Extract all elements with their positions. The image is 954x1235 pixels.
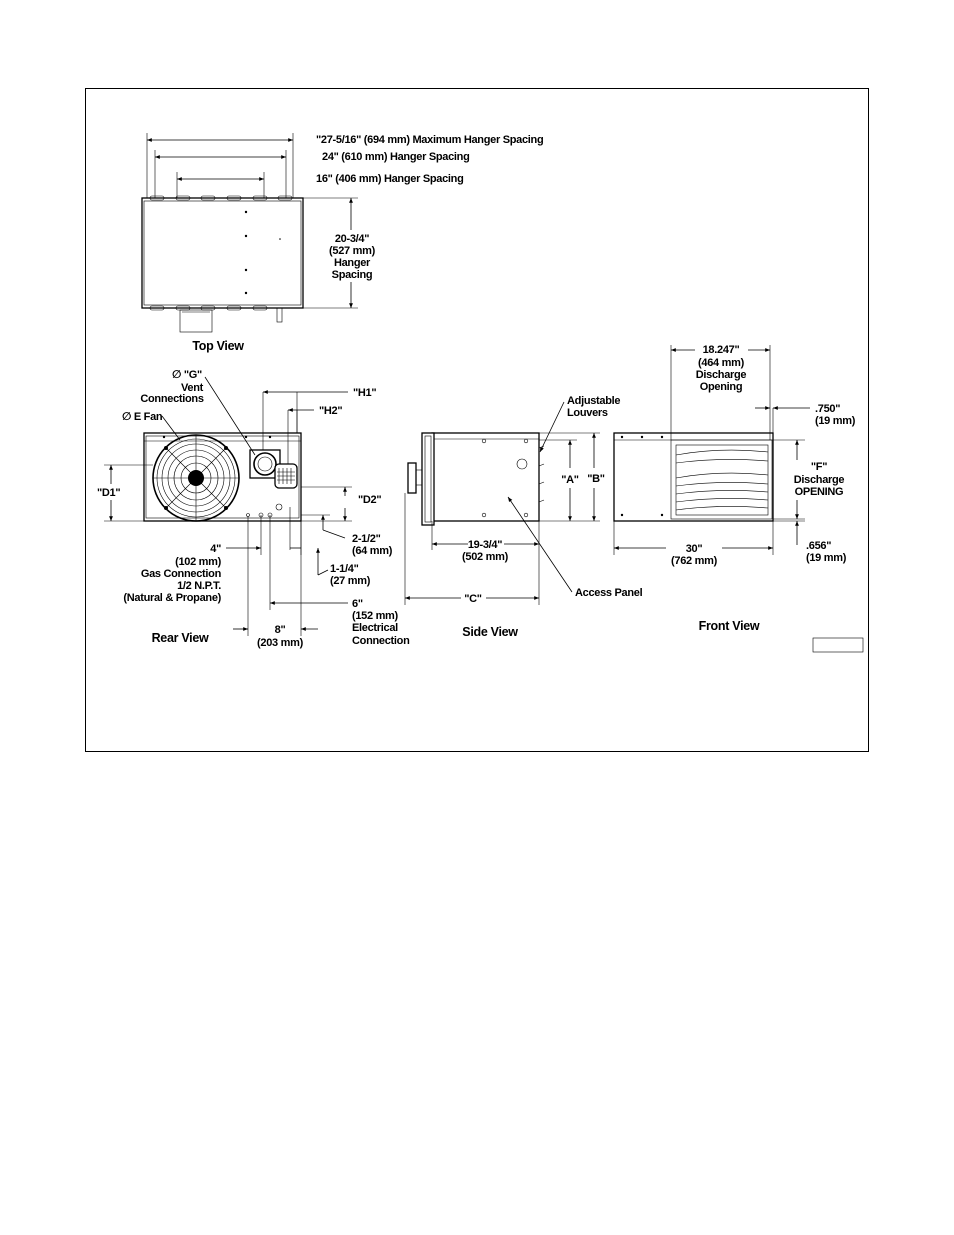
d2-label: "D2" [358,494,381,506]
dim-8-line-2: (203 mm) [257,637,304,649]
dim-2-5-line-1: 2-1/2" [352,533,381,545]
vent-label-1: ∅ "G" [172,369,202,381]
top-depth-line-2: (527 mm) [329,245,376,257]
c-label: "C" [464,593,482,605]
gas-line-3: Gas Connection [141,568,222,580]
drawing-frame [85,88,869,752]
side-depth-line-2: (502 mm) [462,551,509,563]
front-view-title: Front View [699,619,760,633]
vent-label-3: Connections [140,393,203,405]
top-depth-line-3: Hanger [334,257,371,269]
dim-750-line-1: .750" [815,403,840,415]
top-depth-line-4: Spacing [332,269,373,281]
front-width-line-2: (762 mm) [671,555,718,567]
dim-8-line-1: 8" [275,624,286,636]
dim-656-line-1: .656" [806,540,831,552]
top-view: "27-5/16" (694 mm) Maximum Hanger Spacin… [141,133,544,353]
side-view: Adjustable Louvers "A" "B" 19-3/4" (502 … [404,395,643,639]
b-label: "B" [587,473,605,485]
side-depth-line-1: 19-3/4" [468,539,502,551]
f-line-1: "F" [811,461,827,473]
dim-1-25-line-1: 1-1/4" [330,563,359,575]
rear-view: ∅ "G" Vent Connections ∅ E Fan "H1" "H2"… [97,369,410,649]
hanger-spacing-24-label: 24" (610 mm) Hanger Spacing [322,151,470,163]
h2-label: "H2" [319,405,342,417]
discharge-w-line-3: Discharge [696,369,747,381]
dim-1-25-line-2: (27 mm) [330,575,371,587]
electrical-line-4: Connection [352,635,410,647]
discharge-w-line-1: 18.247" [703,344,740,356]
fan-label: ∅ E Fan [122,411,163,423]
gas-line-4: 1/2 N.P.T. [177,580,221,592]
h1-label: "H1" [353,387,376,399]
electrical-line-2: (152 mm) [352,610,399,622]
electrical-line-3: Electrical [352,622,398,634]
f-line-3: OPENING [795,486,844,498]
front-width-line-1: 30" [686,543,703,555]
front-view: 18.247" (464 mm) Discharge Opening .750"… [613,344,864,653]
a-label: "A" [561,474,579,486]
top-view-title: Top View [192,339,244,353]
f-line-2: Discharge [794,474,845,486]
rear-view-title: Rear View [152,631,209,645]
louvers-line-1: Adjustable [567,395,620,407]
hanger-spacing-16-label: 16" (406 mm) Hanger Spacing [316,173,464,185]
gas-line-5: (Natural & Propane) [123,592,221,604]
dim-656-line-2: (19 mm) [806,552,847,564]
louvers-line-2: Louvers [567,407,608,419]
discharge-w-line-4: Opening [700,381,743,393]
gas-line-2: (102 mm) [175,556,222,568]
discharge-w-line-2: (464 mm) [698,357,745,369]
vent-label-2: Vent [181,382,204,394]
d1-label: "D1" [97,487,120,499]
gas-line-1: 4" [210,543,221,555]
dim-2-5-line-2: (64 mm) [352,545,393,557]
figure-tag-box [812,637,864,653]
vent-connection-icon [253,452,277,476]
dim-750-line-2: (19 mm) [815,415,856,427]
top-depth-line-1: 20-3/4" [335,233,369,245]
electrical-line-1: 6" [352,598,363,610]
max-hanger-spacing-label: "27-5/16" (694 mm) Maximum Hanger Spacin… [316,134,543,146]
access-panel-label: Access Panel [575,587,643,599]
side-view-title: Side View [462,625,518,639]
